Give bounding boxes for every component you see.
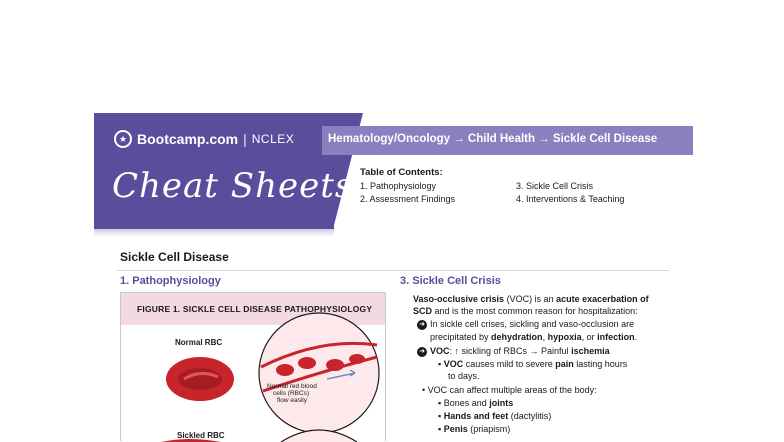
- bullet-voc-pain-line2: to days.: [448, 371, 480, 381]
- toc-item-3[interactable]: 3. Sickle Cell Crisis: [516, 181, 594, 191]
- square-bullet-icon: ▪: [438, 398, 444, 408]
- square-bullet-icon: ▪: [438, 424, 444, 434]
- vessel-label-line2: cells (RBCs): [273, 390, 310, 397]
- normal-rbc-label: Normal RBC: [175, 338, 223, 347]
- title-divider: [116, 270, 669, 271]
- square-bullet-icon: ▪: [438, 411, 444, 421]
- bullet-precipitants: ➜In sickle cell crises, sickling and vas…: [417, 318, 634, 330]
- vessel-label-line1: Normal red blood: [267, 383, 317, 390]
- dot-bullet-icon: •: [422, 385, 428, 395]
- brand-logo: ★ Bootcamp.com | NCLEX: [114, 130, 294, 148]
- bullet-voc-ischemia: ➜VOC: ↑ sickling of RBCs → Painful ische…: [417, 345, 610, 357]
- bullet-bones: ▪ Bones and joints: [438, 398, 514, 408]
- section-1-heading: 1. Pathophysiology: [120, 275, 221, 287]
- cheat-sheets-title: Cheat Sheets: [112, 166, 354, 206]
- sickled-rbc-label: Sickled RBC: [177, 431, 225, 440]
- header-panel: [94, 113, 334, 229]
- breadcrumb-bar: [322, 126, 693, 155]
- bullet-hands-feet: ▪ Hands and feet (dactylitis): [438, 411, 552, 421]
- bootcamp-logo-icon: ★: [114, 130, 132, 148]
- blood-vessel-icon: [258, 312, 380, 434]
- bullet-voc-pain: ▪ VOC causes mild to severe pain lasting…: [438, 359, 628, 369]
- figure-1: FIGURE 1. SICKLE CELL DISEASE PATHOPHYSI…: [120, 292, 386, 442]
- normal-rbc-icon: [166, 357, 234, 401]
- brand-separator: |: [243, 131, 247, 147]
- brand-name: Bootcamp.com: [137, 131, 239, 147]
- section-3-heading: 3. Sickle Cell Crisis: [400, 275, 501, 287]
- toc-item-1[interactable]: 1. Pathophysiology: [360, 181, 437, 191]
- document-title: Sickle Cell Disease: [120, 250, 229, 264]
- square-bullet-icon: ▪: [438, 359, 444, 369]
- brand-sub: NCLEX: [251, 132, 295, 146]
- bullet-precipitants-line2: precipitated by dehydration, hypoxia, or…: [430, 332, 638, 342]
- voc-intro-line2: SCD and is the most common reason for ho…: [413, 306, 638, 316]
- arrow-bullet-icon: ➜: [417, 346, 427, 357]
- header-shadow: [94, 229, 334, 237]
- bullet-voc-areas: • VOC can affect multiple areas of the b…: [422, 385, 597, 395]
- breadcrumb: Hematology/Oncology → Child Health → Sic…: [328, 133, 658, 145]
- voc-intro-line1: Vaso-occlusive crisis (VOC) is an acute …: [413, 294, 649, 304]
- arrow-bullet-icon: ➜: [417, 319, 427, 330]
- toc-item-4[interactable]: 4. Interventions & Teaching: [516, 194, 625, 204]
- vessel-label-line3: flow easily: [277, 397, 307, 404]
- figure-caption: FIGURE 1. SICKLE CELL DISEASE PATHOPHYSI…: [137, 304, 373, 314]
- toc-item-2[interactable]: 2. Assessment Findings: [360, 194, 456, 204]
- bullet-penis: ▪ Penis (priapism): [438, 424, 511, 434]
- figure-illustration: [161, 312, 380, 442]
- toc-title: Table of Contents:: [360, 167, 443, 178]
